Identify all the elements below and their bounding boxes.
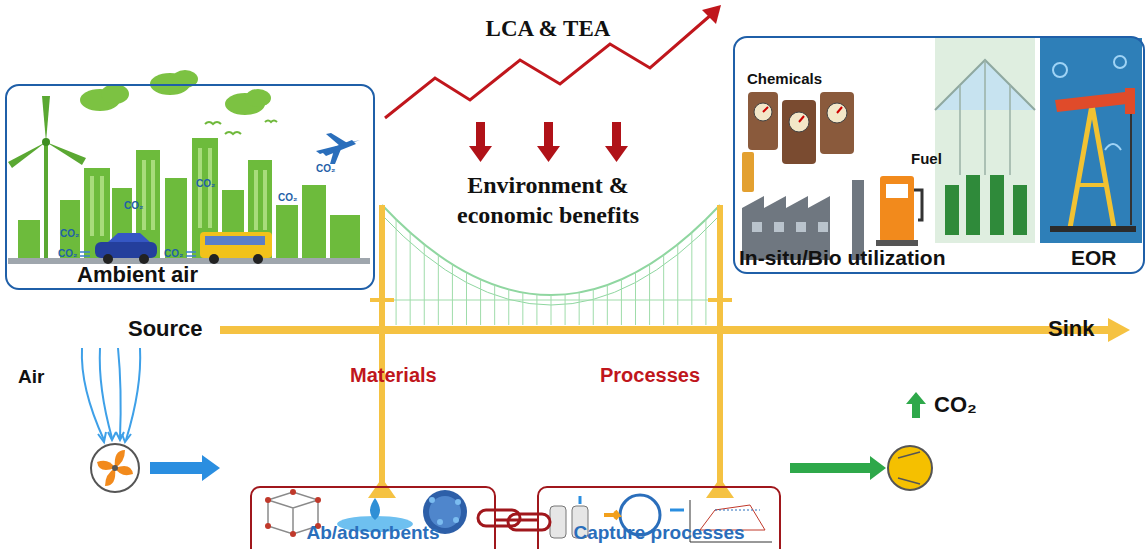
materials-box: Ab/adsorbents — [250, 486, 496, 549]
node-text: Ab/adsorbents — [252, 522, 494, 544]
node-text: Fuel — [911, 150, 942, 167]
suspender — [536, 294, 537, 325]
process-box: Capture processes — [537, 486, 781, 549]
suspender — [438, 255, 439, 325]
co2-mark: CO₂ — [124, 200, 143, 211]
suspender — [424, 244, 425, 325]
fan-symbol — [91, 444, 139, 492]
suspender — [621, 279, 622, 325]
suspender — [607, 285, 608, 325]
sink-panel: ChemicalsFuelIn-situ/Bio utilization EOR — [733, 36, 1145, 274]
suspender — [494, 285, 495, 325]
paperclip-link — [478, 510, 550, 530]
air-label: Air — [18, 366, 44, 388]
benefit-arrows — [469, 122, 628, 162]
co2-mark: CO₂ — [60, 228, 79, 239]
flow-arrow — [150, 455, 220, 481]
suspender — [635, 273, 636, 326]
air-flow — [82, 348, 140, 442]
utilization-illustration — [742, 38, 1142, 260]
suspender — [691, 233, 692, 326]
source-sink-arrow — [220, 318, 1130, 342]
co2-mark: CO₂ — [58, 248, 77, 259]
output-up-arrow — [906, 392, 926, 418]
suspender — [410, 233, 411, 326]
node-text: In-situ/Bio utilization — [739, 246, 945, 270]
suspender — [396, 219, 397, 325]
source-label: Source — [128, 316, 203, 342]
suspender — [677, 244, 678, 325]
suspender — [663, 255, 664, 325]
co2-mark: CO₂ — [196, 178, 215, 189]
output-arrow — [790, 456, 886, 480]
co2-output-label: CO₂ — [934, 392, 977, 418]
city-illustration — [8, 70, 370, 264]
trend-arrow — [385, 5, 721, 118]
suspender — [705, 219, 706, 325]
co2-mark: CO₂ — [316, 163, 335, 174]
source-panel: Ambient air — [5, 84, 375, 290]
processes-label: Processes — [600, 364, 700, 387]
co2-mark: CO₂ — [278, 192, 297, 203]
node-text: EOR — [1071, 246, 1117, 270]
node-text: Capture processes — [539, 522, 779, 544]
suspender — [649, 264, 650, 325]
suspender — [579, 293, 580, 326]
compressor-lines — [898, 452, 920, 484]
benefit-text: Environment & economic benefits — [418, 170, 678, 230]
suspender — [508, 289, 509, 325]
node-text: Ambient air — [77, 262, 198, 288]
sink-label: Sink — [1048, 316, 1094, 342]
compressor-symbol — [888, 446, 932, 490]
suspender — [593, 289, 594, 325]
materials-label: Materials — [350, 364, 437, 387]
co2-mark: CO₂ — [164, 248, 183, 259]
title: LCA & TEA — [448, 16, 648, 42]
link-connector — [496, 519, 537, 522]
bridge — [368, 205, 734, 498]
suspender — [522, 293, 523, 326]
node-text: Chemicals — [747, 70, 822, 87]
suspender — [480, 279, 481, 325]
suspender — [452, 264, 453, 325]
suspender — [565, 294, 566, 325]
suspender — [466, 273, 467, 326]
